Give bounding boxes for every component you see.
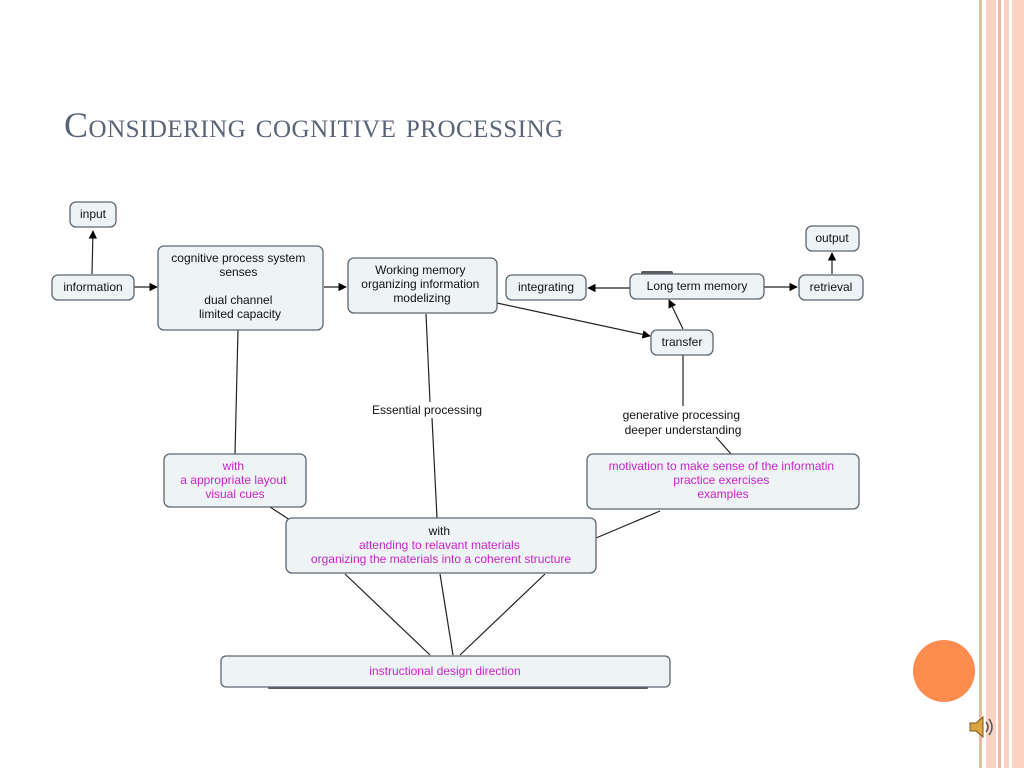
node-working-memory[interactable]: Working memory organizing information mo… xyxy=(347,257,498,314)
edge-attending-instructional-1 xyxy=(344,573,431,656)
node-long-term-memory-label: Long term memory xyxy=(647,279,748,293)
node-retrieval-label: retrieval xyxy=(810,280,853,294)
cps-line-5: limited capacity xyxy=(199,307,281,321)
node-transfer-label: transfer xyxy=(662,335,703,349)
edge-cps-with-layout xyxy=(234,329,239,455)
svg-text:cognitive process system: cognitive process system senses dual cha… xyxy=(171,251,308,321)
edge-information-input xyxy=(88,230,98,275)
node-motivation[interactable]: motivation to make sense of the informat… xyxy=(586,453,860,510)
node-cognitive-process-system[interactable]: cognitive process system senses dual cha… xyxy=(157,245,324,331)
edge-motivation-attending xyxy=(595,510,661,539)
cps-line-4: dual channel xyxy=(204,293,272,307)
edge-attending-instructional-2 xyxy=(439,573,454,656)
speaker-icon[interactable] xyxy=(966,712,996,742)
generative-line-2: deeper understanding xyxy=(625,423,742,437)
edge-working-memory-transfer xyxy=(496,302,651,339)
edge-generative-motivation xyxy=(715,436,732,455)
wm-line-1: Working memory xyxy=(375,263,465,277)
node-output[interactable]: output xyxy=(805,225,860,252)
motivation-line-1: motivation to make sense of the informat… xyxy=(609,459,834,473)
node-input-label: input xyxy=(80,207,107,221)
node-long-term-memory[interactable]: Long term memory xyxy=(629,273,765,300)
motivation-line-3: examples xyxy=(697,487,748,501)
node-integrating-label: integrating xyxy=(518,280,574,294)
wm-line-2: organizing information xyxy=(361,277,479,291)
node-instructional-label: instructional design direction xyxy=(369,664,520,678)
node-information-label: information xyxy=(63,280,122,294)
layout-line-2: a appropriate layout xyxy=(180,473,287,487)
node-integrating[interactable]: integrating xyxy=(505,274,587,301)
slide-right-border xyxy=(978,0,1024,768)
edge-attending-instructional-3 xyxy=(459,573,546,656)
edge-layout-attending xyxy=(269,506,291,521)
node-transfer[interactable]: transfer xyxy=(650,329,714,356)
node-input[interactable]: input xyxy=(69,201,117,228)
cps-line-1: cognitive process system xyxy=(171,251,305,265)
edges xyxy=(88,230,837,656)
node-information[interactable]: information xyxy=(51,274,135,301)
generative-line-1: generative processing xyxy=(623,408,740,422)
node-retrieval[interactable]: retrieval xyxy=(798,274,864,301)
attending-line-2: attending to relavant materials xyxy=(359,538,520,552)
wm-line-3: modelizing xyxy=(393,291,450,305)
layout-line-3: visual cues xyxy=(205,487,264,501)
node-with-layout[interactable]: with a appropriate layout visual cues xyxy=(163,453,307,508)
edge-transfer-ltm xyxy=(668,299,684,330)
layout-line-1: with xyxy=(222,459,244,473)
node-instructional-design[interactable]: instructional design direction xyxy=(220,655,671,688)
cps-line-2: senses xyxy=(219,265,257,279)
node-with-attending[interactable]: with attending to relavant materials org… xyxy=(285,517,597,574)
svg-text:motivation to make sense of th: motivation to make sense of the informat… xyxy=(609,459,838,501)
edge-wm-essential xyxy=(425,313,431,403)
edge-label-generative: generative processing deeper understandi… xyxy=(623,408,744,437)
attending-line-1: with xyxy=(428,524,450,538)
decorative-orange-circle xyxy=(913,640,975,702)
motivation-line-2: practice exercises xyxy=(673,473,769,487)
svg-text:Working memory organizin: Working memory organizing information mo… xyxy=(361,263,482,305)
edge-label-essential: Essential processing xyxy=(372,403,482,417)
svg-text:with a appropriate layou: with a appropriate layout visual cues xyxy=(180,459,289,501)
slide-title: Considering cognitive processing xyxy=(64,105,564,145)
attending-line-3: organizing the materials into a coherent… xyxy=(311,552,571,566)
node-output-label: output xyxy=(815,231,849,245)
svg-text:with attending to relava: with attending to relavant materials org… xyxy=(311,524,571,566)
edge-essential-attending xyxy=(431,417,438,519)
